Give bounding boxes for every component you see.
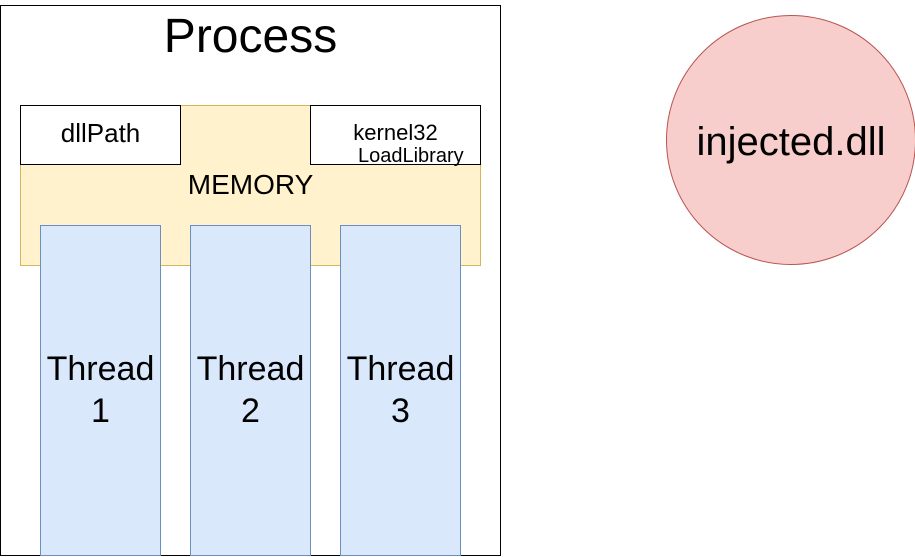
dllpath-label: dllPath	[60, 118, 141, 148]
thread-1-label: Thread 1	[40, 348, 161, 432]
thread-3-box	[340, 225, 461, 556]
process-title: Process	[163, 10, 338, 63]
thread-2-box	[190, 225, 311, 556]
injected-dll-label: injected.dll	[696, 120, 886, 164]
memory-label: MEMORY	[187, 169, 314, 200]
dllpath-box	[20, 105, 181, 165]
kernel32-box	[310, 105, 481, 165]
thread-2-label: Thread 2	[190, 348, 311, 432]
thread-3-label: Thread 3	[340, 348, 461, 432]
thread-1-box	[40, 225, 161, 556]
injected-dll-circle	[666, 15, 915, 265]
thread-3-number: 3	[391, 392, 410, 430]
kernel32-label: kernel32	[353, 120, 438, 145]
thread-1-word: Thread	[46, 350, 155, 388]
loadlibrary-label: LoadLibrary	[358, 145, 464, 167]
thread-3-word: Thread	[346, 350, 455, 388]
thread-2-number: 2	[241, 392, 260, 430]
thread-1-number: 1	[91, 392, 110, 430]
thread-2-word: Thread	[196, 350, 305, 388]
